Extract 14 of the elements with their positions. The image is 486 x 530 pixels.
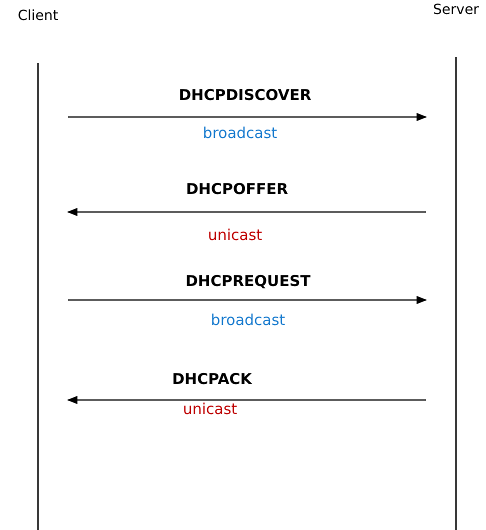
message-label: DHCPDISCOVER bbox=[178, 86, 312, 104]
transmission-type-label: unicast bbox=[208, 226, 262, 244]
transmission-type-label: broadcast bbox=[210, 311, 286, 329]
message-arrow bbox=[66, 208, 426, 216]
message-arrow bbox=[68, 296, 428, 304]
message-label: DHCPACK bbox=[172, 370, 252, 388]
message-label: DHCPOFFER bbox=[186, 180, 288, 198]
transmission-type-label: broadcast bbox=[202, 124, 278, 142]
message-arrow bbox=[68, 112, 428, 122]
message-label: DHCPREQUEST bbox=[185, 272, 311, 290]
participant-label: Client bbox=[16, 8, 60, 24]
participant-label: Server bbox=[432, 2, 480, 18]
message-arrow bbox=[66, 396, 426, 404]
transmission-type-label: unicast bbox=[182, 400, 238, 418]
